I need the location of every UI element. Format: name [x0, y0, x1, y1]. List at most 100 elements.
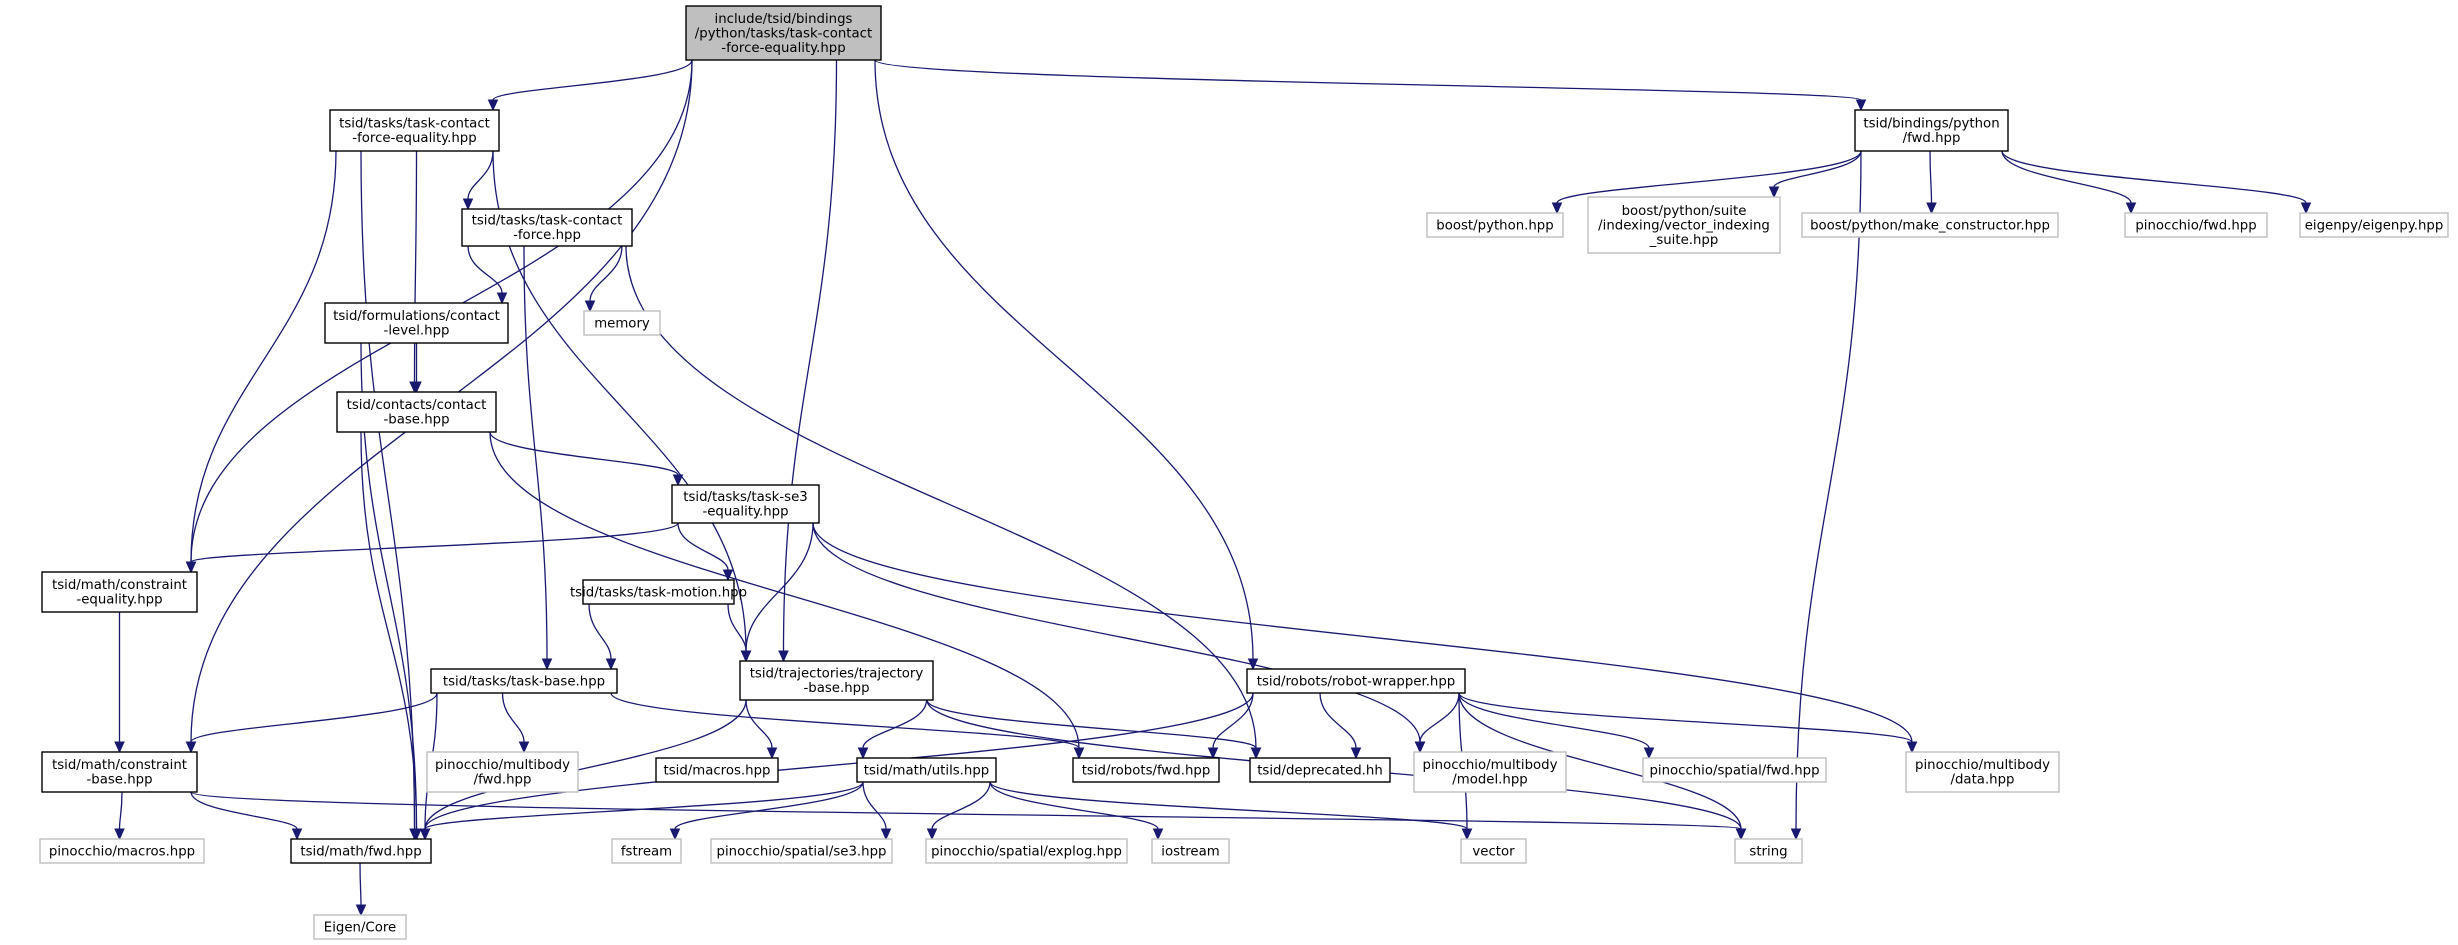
- node-box: [925, 838, 1128, 864]
- arrowhead-icon: [1350, 747, 1362, 760]
- node-trajb[interactable]: tsid/trajectories/trajectory-base.hpp: [739, 660, 934, 701]
- edge-line: [727, 603, 747, 652]
- node-label-line: tsid/tasks/task-contact: [472, 214, 623, 229]
- arrowhead-icon: [1926, 202, 1937, 215]
- node-box: [685, 5, 882, 61]
- node-tmotion[interactable]: tsid/tasks/task-motion.hpp: [570, 579, 747, 605]
- arrowhead-icon: [487, 99, 499, 112]
- node-label-line: tsid/math/constraint: [52, 578, 187, 593]
- node-box: [41, 571, 198, 613]
- edge-line: [1212, 692, 1254, 749]
- arrowhead-icon: [880, 828, 892, 841]
- node-label-line: tsid/trajectories/trajectory: [750, 667, 924, 682]
- arrowhead-icon: [1643, 747, 1655, 760]
- arrowhead-icon: [1250, 747, 1262, 760]
- node-tbase[interactable]: tsid/tasks/task-base.hpp: [430, 668, 618, 694]
- arrowhead-icon: [114, 741, 125, 754]
- node-mfwd[interactable]: tsid/math/fwd.hpp: [290, 838, 432, 864]
- node-rfwd[interactable]: tsid/robots/fwd.hpp: [1072, 757, 1220, 783]
- edge-mutils-to-vector: [989, 781, 1473, 841]
- arrowhead-icon: [926, 828, 938, 841]
- node-bvis: boost/python/suite/indexing/vector_index…: [1587, 196, 1781, 254]
- node-mce[interactable]: tsid/math/constraint-equality.hpp: [41, 571, 198, 613]
- node-label-line: eigenpy/eigenpy.hpp: [2305, 218, 2444, 233]
- node-depr[interactable]: tsid/deprecated.hh: [1249, 757, 1391, 783]
- arrowhead-icon: [496, 292, 508, 305]
- node-label-line: -equality.hpp: [702, 505, 788, 520]
- edge-trajb-to-mutils: [857, 699, 928, 760]
- node-label-line: tsid/math/fwd.hpp: [300, 844, 421, 859]
- node-box: [1854, 109, 2009, 152]
- node-bpfwd[interactable]: tsid/bindings/python/fwd.hpp: [1854, 109, 2009, 152]
- node-vector: vector: [1460, 838, 1527, 864]
- node-label-line: memory: [594, 316, 650, 331]
- edge-line: [190, 791, 298, 830]
- arrowhead-icon: [1073, 747, 1085, 760]
- node-mutils[interactable]: tsid/math/utils.hpp: [856, 757, 997, 783]
- node-label-line: -equality.hpp: [76, 593, 162, 608]
- edge-mcb-to-string: [190, 791, 1747, 841]
- node-label-line: -force-equality.hpp: [352, 131, 476, 146]
- edge-line: [625, 245, 1257, 749]
- node-label-line: pinocchio/fwd.hpp: [2135, 218, 2256, 233]
- edge-line: [360, 150, 416, 830]
- node-label-line: /fwd.hpp: [1903, 131, 1961, 146]
- node-label-line: -force-equality.hpp: [721, 41, 845, 56]
- edge-root-to-bpfwd: [874, 59, 1867, 112]
- arrowhead-icon: [1551, 202, 1563, 215]
- node-ccb[interactable]: tsid/contacts/contact-base.hpp: [336, 391, 497, 433]
- node-root[interactable]: include/tsid/bindings/python/tasks/task-…: [685, 5, 882, 61]
- node-bmc: boost/python/make_constructor.hpp: [1801, 212, 2059, 238]
- edge-line: [1773, 150, 1862, 188]
- edge-tmotion-to-trajb: [727, 603, 752, 663]
- node-pmfwd: pinocchio/multibody/fwd.hpp: [426, 751, 579, 793]
- edge-mutils-to-pse3: [862, 781, 892, 841]
- edge-tbase-to-mcb: [185, 692, 438, 754]
- node-pmacros: pinocchio/macros.hpp: [39, 838, 205, 864]
- edge-line: [118, 791, 123, 830]
- edge-line: [674, 781, 864, 830]
- node-box: [336, 391, 497, 433]
- node-tse3[interactable]: tsid/tasks/task-se3-equality.hpp: [671, 484, 820, 524]
- node-box: [2299, 212, 2449, 238]
- node-fcl[interactable]: tsid/formulations/contact-level.hpp: [324, 302, 509, 344]
- node-label-line: tsid/deprecated.hh: [1257, 763, 1383, 778]
- node-label-line: tsid/tasks/task-base.hpp: [443, 674, 605, 689]
- edges-layer: [114, 59, 2312, 917]
- node-label-line: fstream: [621, 844, 672, 859]
- node-box: [41, 751, 198, 793]
- edge-mutils-to-iostream: [989, 781, 1164, 841]
- node-macros[interactable]: tsid/macros.hpp: [655, 757, 779, 783]
- node-label-line: tsid/tasks/task-se3: [683, 490, 808, 505]
- node-label-line: /indexing/vector_indexing: [1598, 218, 1770, 233]
- node-robw[interactable]: tsid/robots/robot-wrapper.hpp: [1246, 668, 1466, 694]
- edge-line: [190, 522, 679, 563]
- arrowhead-icon: [291, 828, 303, 841]
- arrowhead-icon: [419, 828, 431, 841]
- edge-line: [874, 59, 1862, 101]
- node-box: [671, 484, 820, 524]
- edge-line: [2001, 150, 2132, 204]
- nodes-layer: include/tsid/bindings/python/tasks/task-…: [39, 5, 2449, 940]
- arrowhead-icon: [185, 741, 197, 754]
- edge-ccb-to-tse3: [489, 431, 684, 487]
- node-tcfe[interactable]: tsid/tasks/task-contact-force-equality.h…: [329, 109, 500, 152]
- edge-line: [862, 699, 928, 749]
- edge-line: [1929, 150, 1933, 204]
- node-tcf[interactable]: tsid/tasks/task-contact-force.hpp: [461, 208, 633, 247]
- node-mcb[interactable]: tsid/math/constraint-base.hpp: [41, 751, 198, 793]
- edge-root-to-tcfe: [487, 59, 693, 112]
- edge-line: [1419, 692, 1460, 743]
- edge-line: [1319, 692, 1357, 749]
- node-box: [1249, 757, 1391, 783]
- edge-line: [589, 245, 623, 302]
- node-pmmodel: pinocchio/multibody/model.hpp: [1413, 751, 1567, 793]
- arrowhead-icon: [1735, 828, 1747, 841]
- node-box: [1587, 196, 1781, 254]
- edge-tcfe-to-tcf: [462, 150, 494, 211]
- edge-line: [1458, 692, 1650, 749]
- edge-ccb-to-mfwd: [360, 431, 422, 841]
- edge-line: [523, 245, 548, 660]
